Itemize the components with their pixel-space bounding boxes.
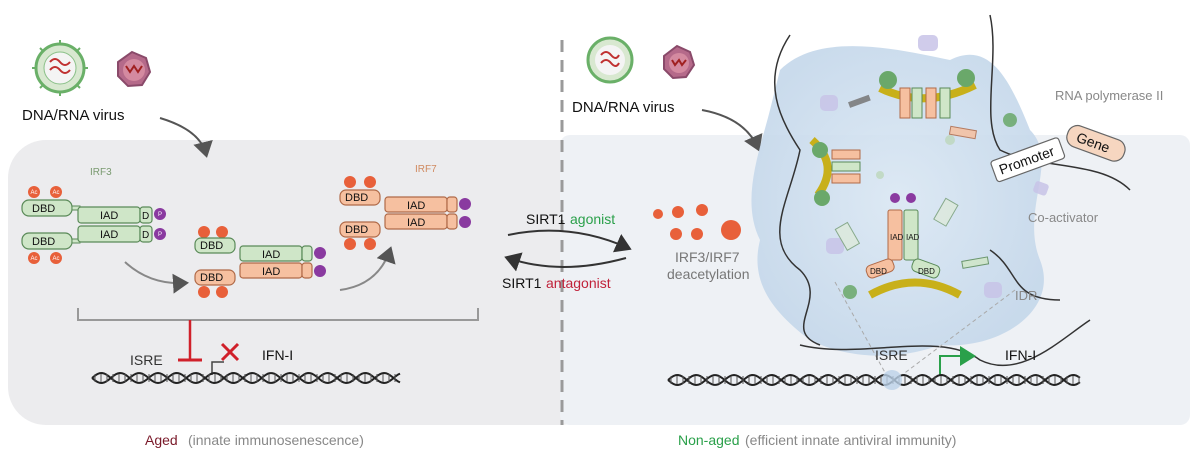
scattered-factors: [820, 35, 1049, 299]
ac-mark: [28, 252, 40, 264]
p-text: P: [158, 232, 162, 238]
d-label: D: [142, 230, 149, 241]
antagonist-prefix: SIRT1: [502, 275, 542, 291]
ac-text: Ac: [30, 256, 37, 262]
ac-mark: [28, 186, 40, 198]
deacetylation-line2: deacetylation: [667, 266, 750, 282]
dbd-label: DBD: [32, 236, 55, 248]
dbd-label: DBD: [870, 267, 887, 276]
d-label: D: [142, 211, 149, 222]
virus-icon-right: [586, 36, 634, 84]
dbd-label: DBD: [200, 240, 223, 252]
dna-strand: [667, 373, 1081, 387]
aged-caption-sub: (innate immunosenescence): [188, 432, 364, 448]
iad-label: IAD: [100, 210, 118, 222]
ac-text: Ac: [52, 256, 59, 262]
iad-label: IAD: [890, 233, 904, 242]
antagonist-label: antagonist: [546, 275, 611, 291]
projection-line: [897, 289, 1016, 379]
phospho-mark: [154, 228, 166, 240]
dbd-label: DBD: [200, 272, 223, 284]
chromatin-line: [989, 14, 1131, 191]
idr-label: IDR: [1015, 288, 1037, 303]
isre-site: [882, 370, 902, 390]
dbd-label: DBD: [345, 192, 368, 204]
deacetylation-line1: IRF3/IRF7: [675, 249, 740, 265]
agonist-label: agonist: [570, 211, 615, 227]
chromatin-line: [989, 249, 1061, 301]
blocked-x-icon: [220, 342, 240, 362]
coactivator-label: Co-activator: [1028, 210, 1099, 225]
irf7-label: IRF7: [415, 164, 437, 175]
p-text: P: [158, 212, 162, 218]
antagonist-arrow: [504, 252, 627, 272]
iad-label: IAD: [100, 229, 118, 241]
dna-helix-left: [91, 371, 401, 385]
phospho-mark: [154, 208, 166, 220]
irf3-irf7-heterodimer: [194, 226, 326, 298]
dbd-label: DBD: [918, 267, 935, 276]
irf3-dimer-acetylated: [21, 186, 166, 264]
irf-central-dimer: [865, 193, 941, 279]
transition-arrow: [124, 261, 189, 294]
virus-arrow-right: [701, 109, 763, 152]
free-ac-group: [653, 204, 741, 240]
nonaged-caption: Non-aged: [678, 432, 740, 448]
tss-left: [211, 361, 224, 375]
agonist-arrow: [507, 229, 632, 253]
isre-label-right: ISRE: [875, 347, 908, 363]
iad-label: IAD: [906, 233, 920, 242]
virus-icon-right-2: [663, 44, 696, 80]
ac-mark: [50, 186, 62, 198]
isre-label-left: ISRE: [130, 352, 163, 368]
irf-rods-left: [812, 142, 861, 206]
ifn-label-right: IFN-I: [1005, 347, 1036, 363]
transition-arrow: [339, 246, 396, 291]
ifn-label-left: IFN-I: [262, 347, 293, 363]
virus-icon-left: [32, 40, 88, 96]
ac-text: Ac: [52, 190, 59, 196]
bracket: [77, 308, 479, 321]
chromatin-line: [774, 34, 821, 346]
projection-line: [834, 281, 889, 379]
iad-label: IAD: [262, 249, 280, 261]
dna-strand: [667, 373, 1081, 387]
dna-helix-right: [667, 373, 1081, 387]
virus-arrow-left: [159, 117, 213, 158]
virus-label-right: DNA/RNA virus: [572, 99, 675, 116]
transcription-arrow: [939, 346, 976, 375]
ac-mark: [50, 252, 62, 264]
aged-caption: Aged: [145, 432, 178, 448]
virus-icon-left-2: [117, 50, 152, 88]
iad-label: IAD: [262, 266, 280, 278]
dbd-label: DBD: [32, 203, 55, 215]
iad-label: IAD: [407, 200, 425, 212]
iad-label: IAD: [407, 217, 425, 229]
irf-rods-top: [879, 69, 975, 119]
dbd-label: DBD: [345, 224, 368, 236]
nonaged-caption-sub: (efficient innate antiviral immunity): [745, 432, 956, 448]
yellow-arc: [868, 278, 962, 299]
virus-label-left: DNA/RNA virus: [22, 107, 125, 124]
irf3-label: IRF3: [90, 167, 112, 178]
ac-text: Ac: [30, 190, 37, 196]
irf7-dimer-acetylated: [339, 176, 471, 250]
rna-pol-label: RNA polymerase II: [1055, 88, 1163, 103]
agonist-prefix: SIRT1: [526, 211, 566, 227]
